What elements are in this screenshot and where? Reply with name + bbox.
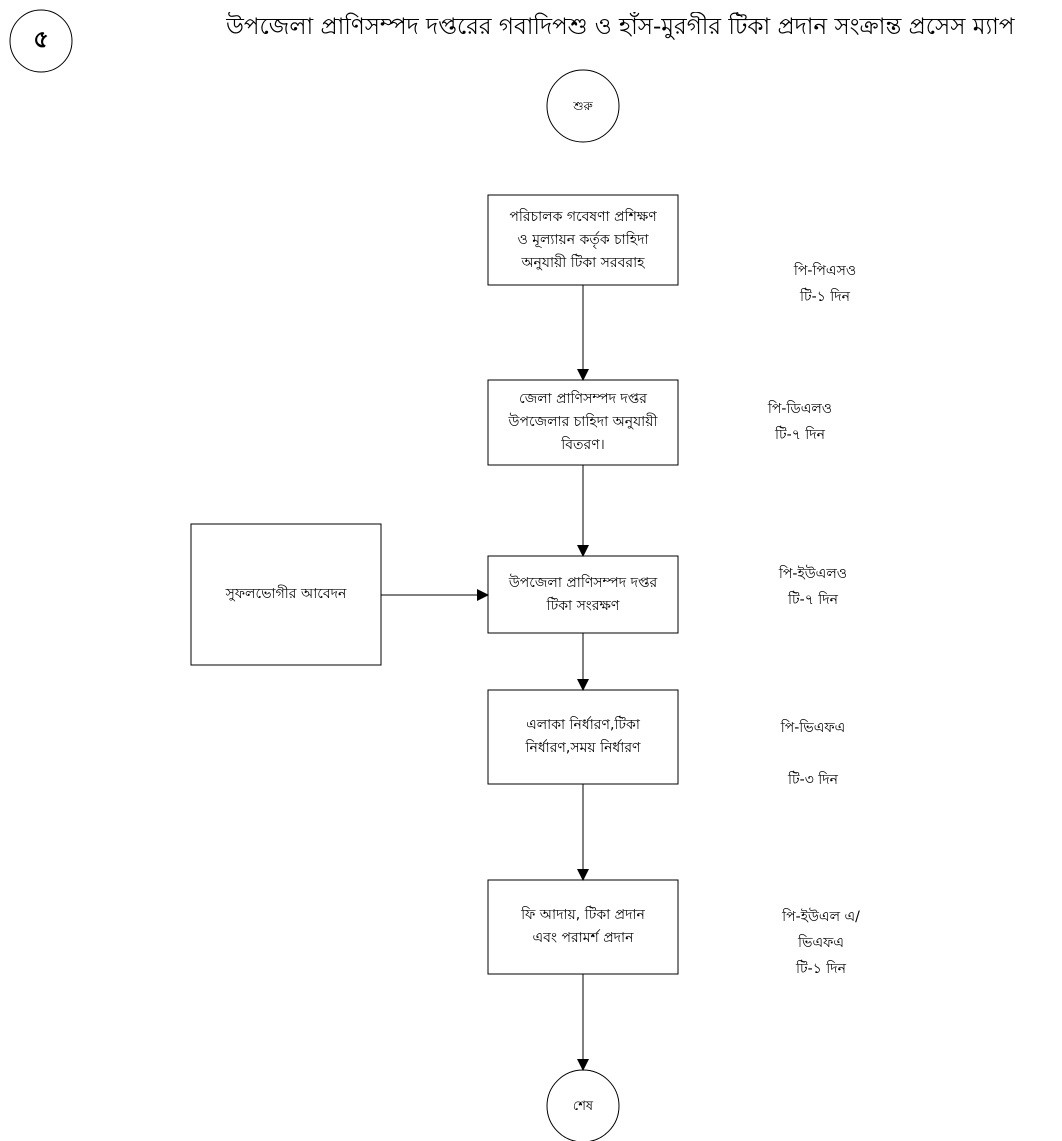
annotation-line: টি-১ দিন bbox=[800, 289, 850, 305]
step-line: পরিচালক গবেষণা প্রশিক্ষণ bbox=[509, 208, 657, 225]
annotation-line: পি-ভিএফএ bbox=[780, 720, 846, 736]
annotation-step-3: পি-ইউএলও টি-৭ দিন bbox=[728, 561, 898, 613]
annotation-step-2: পি-ডিএলও টি-৭ দিন bbox=[715, 396, 885, 448]
annotation-line: পি-পিএসও bbox=[793, 263, 857, 279]
annotation-step-1: পি-পিএসও টি-১ দিন bbox=[740, 258, 910, 310]
start-label: শুরু bbox=[573, 98, 593, 113]
step-line: অনুযায়ী টিকা সরবরাহ bbox=[521, 254, 645, 271]
annotation-line: টি-৭ দিন bbox=[788, 592, 838, 608]
step-line: নির্ধারণ,সময় নির্ধারণ bbox=[525, 740, 641, 756]
step-line: বিতরণ। bbox=[561, 437, 605, 453]
annotation-line: টি-৭ দিন bbox=[775, 427, 825, 443]
process-step-3: উপজেলা প্রাণিসম্পদ দপ্তর টিকা সংরক্ষণ bbox=[488, 556, 678, 633]
annotation-line: পি-ইউএলও bbox=[778, 566, 848, 582]
process-step-4: এলাকা নির্ধারণ,টিকা নির্ধারণ,সময় নির্ধা… bbox=[488, 690, 678, 784]
step-line: জেলা প্রাণিসম্পদ দপ্তর bbox=[519, 391, 647, 407]
process-step-5: ফি আদায়, টিকা প্রদান এবং পরামর্শ প্রদান bbox=[488, 880, 678, 974]
process-step-2: জেলা প্রাণিসম্পদ দপ্তর উপজেলার চাহিদা অন… bbox=[488, 380, 678, 465]
annotation-step-4: পি-ভিএফএ টি-৩ দিন bbox=[728, 715, 898, 793]
page-number-circle bbox=[9, 9, 73, 73]
annotation-step-5: পি-ইউএল এ/ ভিএফএ টি-১ দিন bbox=[736, 904, 906, 982]
annotation-line: পি-ইউএল এ/ bbox=[782, 909, 860, 925]
annotation-line: ভিএফএ bbox=[798, 935, 844, 951]
annotation-line: টি-১ দিন bbox=[796, 961, 846, 977]
step-line: ও মূল্যায়ন কর্তৃক চাহিদা bbox=[517, 231, 649, 248]
process-step-1: পরিচালক গবেষণা প্রশিক্ষণ ও মূল্যায়ন কর্… bbox=[488, 195, 678, 285]
step-line: এলাকা নির্ধারণ,টিকা bbox=[526, 717, 640, 733]
annotation-line bbox=[728, 741, 898, 767]
step-line: ফি আদায়, টিকা প্রদান bbox=[521, 907, 645, 923]
end-label: শেষ bbox=[572, 1098, 594, 1114]
page-number: ৫ bbox=[33, 25, 49, 53]
input-box-label: সুফলভোগীর আবেদন bbox=[225, 586, 347, 602]
step-line: উপজেলা প্রাণিসম্পদ দপ্তর bbox=[508, 574, 658, 591]
annotation-line: পি-ডিএলও bbox=[767, 401, 833, 417]
step-line: উপজেলার চাহিদা অনুযায়ী bbox=[508, 414, 658, 430]
step-line: টিকা সংরক্ষণ bbox=[546, 597, 620, 614]
start-terminator bbox=[546, 69, 620, 143]
step-line: এবং পরামর্শ প্রদান bbox=[532, 930, 634, 946]
page-title: উপজেলা প্রাণিসম্পদ দপ্তরের গবাদিপশু ও হা… bbox=[226, 14, 1015, 40]
annotation-line: টি-৩ দিন bbox=[788, 772, 838, 788]
